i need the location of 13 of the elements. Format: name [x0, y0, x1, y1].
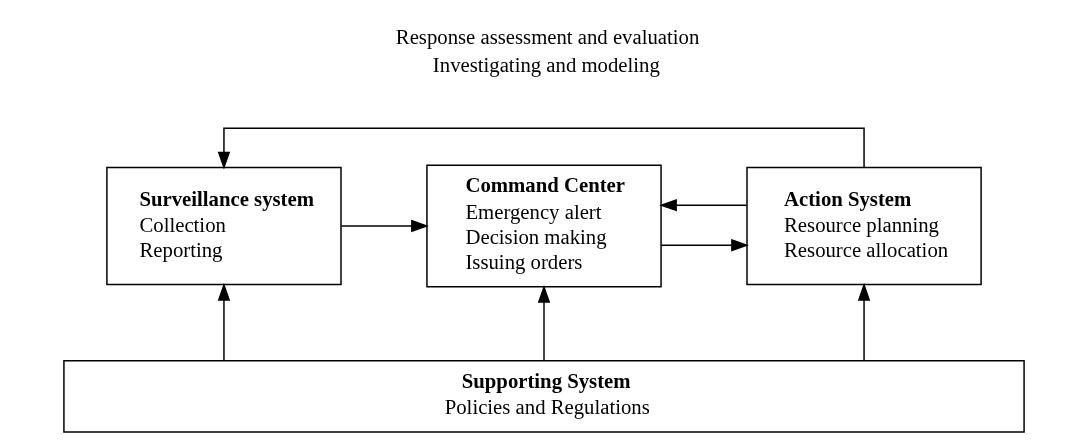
- node-box: Surveillance system Collection Reporting: [106, 166, 342, 286]
- node-box: Supporting System Policies and Regulations: [63, 360, 1025, 433]
- arrow: [857, 282, 871, 362]
- label: Investigating and modeling: [432, 54, 660, 77]
- arrow: [660, 239, 749, 252]
- label: Response assessment and evaluation: [395, 26, 700, 49]
- arrow: [659, 199, 748, 212]
- arrow: [340, 219, 429, 233]
- arrow: [537, 284, 551, 362]
- node-box: Command Center Emergency alert Decision making Issuing orders: [426, 164, 662, 288]
- node-box: Action System Resource planning Resource allocation: [746, 166, 982, 286]
- arrow: [217, 127, 865, 170]
- arrow: [217, 282, 231, 362]
